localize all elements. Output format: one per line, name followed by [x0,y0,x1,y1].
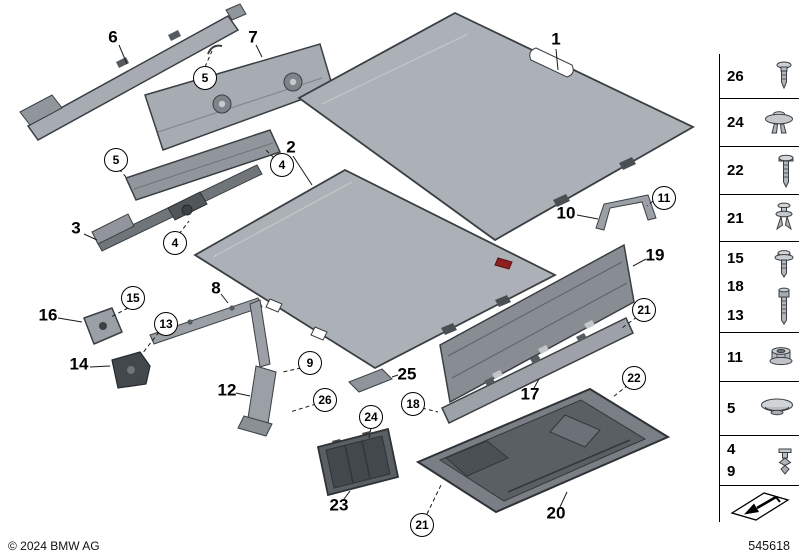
pin-clip-icon [771,201,797,235]
blind-rivet-icon [771,59,797,93]
legend-item-22[interactable]: 22 [727,162,744,179]
callout-6[interactable]: 6 [108,27,118,47]
legend-item-5[interactable]: 5 [727,400,736,417]
part-14-bracket [111,351,151,389]
part-17-body [441,316,634,425]
callout-16[interactable]: 16 [38,305,58,325]
callout-25[interactable]: 25 [397,364,417,384]
cover-plug-icon [757,396,797,422]
fastener-callout-21[interactable]: 21 [410,513,434,537]
part-12-body [247,365,277,425]
fastener-callout-21[interactable]: 21 [632,298,656,322]
callout-7[interactable]: 7 [248,27,258,47]
callout-23[interactable]: 23 [329,495,349,515]
fastener-callout-5[interactable]: 5 [193,66,217,90]
part-16-cover-pad [83,307,123,345]
expanding-rivet-icon [761,108,797,138]
fastener-leader-lines [110,50,654,515]
part-10-body [595,194,657,231]
part-12-support-bracket [237,365,277,437]
legend-item-13[interactable]: 13 [727,307,744,325]
callout-1[interactable]: 1 [551,29,561,49]
fastener-callout-9[interactable]: 9 [298,351,322,375]
part-1-floor-panel [297,11,695,242]
fastener-callout-15[interactable]: 15 [121,286,145,310]
socket-bolt-icon [773,287,795,327]
part-1-body [297,11,695,242]
legend-item-11[interactable]: 11 [727,348,743,366]
legend-item-21[interactable]: 21 [727,209,744,227]
direction-arrow-icon [729,487,791,521]
copyright-text: © 2024 BMW AG [8,539,100,553]
fastener-callout-5[interactable]: 5 [104,148,128,172]
fastener-callout-24[interactable]: 24 [359,405,383,429]
part-10-bracket [595,194,657,231]
legend-row: 11 [720,333,799,382]
part-7-roller [124,129,282,201]
legend-row: 21 [720,195,799,242]
legend-row: 15 18 13 [720,242,799,333]
legend-item-18[interactable]: 18 [727,278,744,296]
fastener-callout-18[interactable]: 18 [401,392,425,416]
part-25-body [348,368,393,393]
legend-item-4[interactable]: 4 [727,440,736,458]
part-25-bracket [348,368,393,393]
legend-row: 5 [720,382,799,436]
pull-strap [494,257,513,270]
washer-screw-icon [771,248,797,280]
callout-8[interactable]: 8 [211,278,221,298]
callout-17[interactable]: 17 [520,384,540,404]
part-20-cavity [438,399,647,502]
doc-number: 545618 [748,539,790,553]
pan-screw-icon [775,152,797,190]
legend-row: 26 [720,54,799,99]
part-20-storage-tray [415,387,671,514]
leader-lines [57,44,647,508]
fastener-callout-4[interactable]: 4 [163,231,187,255]
part-6-trim-strip [19,3,247,141]
part-23-storage-insert [316,427,400,497]
flange-nut-icon [765,344,797,370]
legend-item-26[interactable]: 26 [727,67,744,85]
part-8-arm [249,299,271,368]
handle-notch [529,47,574,78]
fastener-callout-4[interactable]: 4 [270,153,294,177]
legend-item-24[interactable]: 24 [727,114,744,131]
legend-row: 24 [720,99,799,147]
callout-10[interactable]: 10 [556,203,576,223]
fastener-callout-13[interactable]: 13 [154,312,178,336]
part-6-body [26,15,240,141]
spring-clip-icon [773,446,797,476]
legend-item-15[interactable]: 15 [727,249,744,267]
part-19-rear-trim-panel [439,243,635,404]
legend-row: 22 [720,147,799,195]
fastener-callout-26[interactable]: 26 [313,388,337,412]
callout-19[interactable]: 19 [645,245,665,265]
legend-row [720,486,799,522]
callout-12[interactable]: 12 [217,380,237,400]
fastener-callout-11[interactable]: 11 [652,186,676,210]
callout-2[interactable]: 2 [286,137,296,157]
part-17-sill-strip [441,316,634,425]
legend-item-9[interactable]: 9 [727,463,736,481]
part-2-floor-panel [193,168,557,370]
callout-3[interactable]: 3 [71,218,81,238]
callout-14[interactable]: 14 [69,354,89,374]
callout-20[interactable]: 20 [546,503,566,523]
fastener-callout-22[interactable]: 22 [622,366,646,390]
